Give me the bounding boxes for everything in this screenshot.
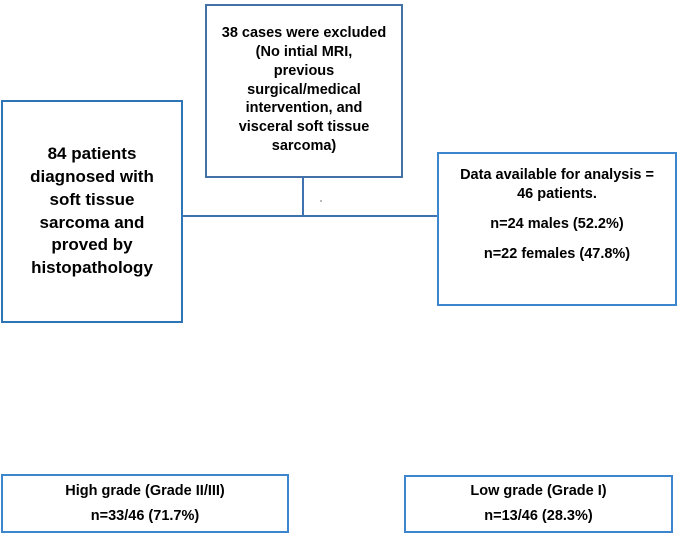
low-grade-box: Low grade (Grade I) n=13/46 (28.3%) <box>404 475 673 533</box>
connector-excluded-to-trunk <box>302 177 304 217</box>
excluded-cases-box: 38 cases were excluded (No intial MRI, p… <box>205 4 403 178</box>
high-grade-value: n=33/46 (71.7%) <box>90 507 200 524</box>
excluded-line-3: previous <box>273 62 335 79</box>
excluded-line-5: intervention, and <box>245 100 363 117</box>
analysis-heading-line-1: Data available for analysis = <box>460 167 654 183</box>
analysis-population-box: Data available for analysis = 46 patient… <box>437 152 677 306</box>
excluded-line-2: (No intial MRI, <box>255 43 353 60</box>
source-population-box: 84 patients diagnosed with soft tissue s… <box>1 100 183 323</box>
excluded-line-1: 38 cases were excluded <box>221 25 387 42</box>
source-line-5: proved by <box>51 235 133 255</box>
analysis-females-stat: n=22 females (47.8%) <box>483 245 631 262</box>
high-grade-box: High grade (Grade II/III) n=33/46 (71.7%… <box>1 474 289 533</box>
source-line-4: sarcoma and <box>39 212 145 232</box>
stray-dot-artifact <box>320 200 322 202</box>
high-grade-label: High grade (Grade II/III) <box>65 482 225 499</box>
excluded-line-7: sarcoma) <box>271 138 337 155</box>
low-grade-label: Low grade (Grade I) <box>470 483 607 500</box>
analysis-males-stat: n=24 males (52.2%) <box>490 215 624 232</box>
source-line-3: soft tissue <box>49 189 135 209</box>
excluded-line-4: surgical/medical <box>247 81 361 98</box>
source-line-2: diagnosed with <box>30 166 154 186</box>
source-line-1: 84 patients <box>47 144 137 164</box>
excluded-line-6: visceral soft tissue <box>238 119 370 136</box>
low-grade-value: n=13/46 (28.3%) <box>484 508 593 524</box>
source-line-6: histopathology <box>31 258 153 278</box>
analysis-heading-line-2: 46 patients. <box>517 185 597 202</box>
connector-source-to-analysis <box>182 215 439 217</box>
